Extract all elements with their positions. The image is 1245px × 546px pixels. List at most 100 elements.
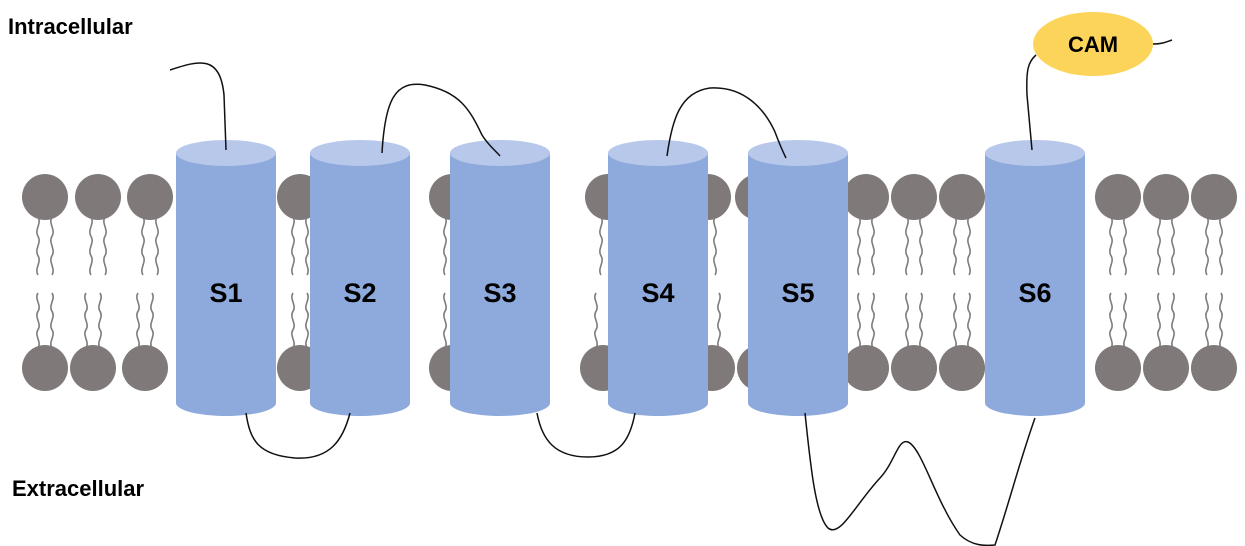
phospholipid bbox=[122, 292, 168, 391]
lipid-tail bbox=[98, 292, 102, 349]
lipid-tail bbox=[89, 216, 93, 276]
lipid-head bbox=[1095, 345, 1141, 391]
helix-top-cap bbox=[985, 140, 1085, 166]
lipid-tail bbox=[857, 292, 861, 349]
calmodulin: CAM bbox=[1033, 12, 1153, 76]
lipid-tail bbox=[1205, 292, 1209, 349]
loop-s1-s2-bottom bbox=[245, 412, 351, 459]
phospholipid bbox=[127, 174, 173, 276]
helix-label-s6: S6 bbox=[1018, 278, 1051, 308]
helix-top-cap bbox=[176, 140, 276, 166]
helix-top-cap bbox=[450, 140, 550, 166]
lipid-tail bbox=[717, 292, 721, 349]
pore-loop-s5-s6 bbox=[804, 412, 1036, 546]
lipid-head bbox=[75, 174, 121, 220]
lipid-tail bbox=[594, 292, 598, 349]
helix-body bbox=[450, 153, 550, 416]
phospholipid bbox=[1191, 174, 1237, 276]
helix-s6: S6 bbox=[985, 140, 1085, 416]
lipid-head bbox=[843, 174, 889, 220]
phospholipid bbox=[1191, 292, 1237, 391]
phospholipid bbox=[891, 174, 937, 276]
lipid-head bbox=[70, 345, 116, 391]
phospholipid bbox=[22, 174, 68, 276]
phospholipid bbox=[1095, 292, 1141, 391]
helix-label-s5: S5 bbox=[781, 278, 814, 308]
lipid-tail bbox=[305, 292, 309, 349]
lipid-tail bbox=[871, 292, 875, 349]
lipid-tail bbox=[36, 216, 40, 276]
lipid-head bbox=[122, 345, 168, 391]
lipid-tail bbox=[871, 216, 875, 276]
phospholipid bbox=[1095, 174, 1141, 276]
lipid-tail bbox=[155, 216, 159, 276]
lipid-tail bbox=[1109, 216, 1113, 276]
helix-body bbox=[985, 153, 1085, 416]
lipid-tail bbox=[905, 216, 909, 276]
lipid-tail bbox=[443, 216, 447, 276]
lipid-head bbox=[22, 174, 68, 220]
lipid-tail bbox=[1157, 292, 1161, 349]
phospholipid bbox=[843, 174, 889, 276]
lipid-tail bbox=[50, 292, 54, 349]
cam-tail bbox=[1152, 39, 1173, 45]
loop-s2-s3-top bbox=[381, 83, 501, 157]
phospholipid bbox=[70, 292, 116, 391]
lipid-tail bbox=[967, 292, 971, 349]
lipid-tail bbox=[905, 292, 909, 349]
helix-s3: S3 bbox=[450, 140, 550, 416]
helix-s4: S4 bbox=[608, 140, 708, 416]
helix-top-cap bbox=[608, 140, 708, 166]
lipid-tail bbox=[1171, 292, 1175, 349]
lipid-tail bbox=[1219, 292, 1223, 349]
phospholipid bbox=[22, 292, 68, 391]
lipid-tail bbox=[1219, 216, 1223, 276]
phospholipid bbox=[891, 292, 937, 391]
helix-label-s1: S1 bbox=[209, 278, 242, 308]
lipid-tail bbox=[291, 216, 295, 276]
helix-body bbox=[176, 153, 276, 416]
lipid-tail bbox=[1109, 292, 1113, 349]
lipid-head bbox=[843, 345, 889, 391]
helix-label-s3: S3 bbox=[483, 278, 516, 308]
lipid-head bbox=[1095, 174, 1141, 220]
phospholipid bbox=[1143, 292, 1189, 391]
cam-label: CAM bbox=[1068, 32, 1118, 57]
intracellular-label: Intracellular bbox=[8, 14, 133, 39]
lipid-tail bbox=[291, 292, 295, 349]
phospholipid bbox=[75, 174, 121, 276]
lipid-tail bbox=[1157, 216, 1161, 276]
lipid-tail bbox=[141, 216, 145, 276]
lipid-head bbox=[22, 345, 68, 391]
helix-s1: S1 bbox=[176, 140, 276, 416]
n-terminal-tail bbox=[169, 62, 227, 151]
lipid-head bbox=[891, 345, 937, 391]
lipid-head bbox=[1143, 174, 1189, 220]
lipid-head bbox=[939, 345, 985, 391]
lipid-head bbox=[1143, 345, 1189, 391]
lipid-tail bbox=[36, 292, 40, 349]
cam-ellipse bbox=[1033, 12, 1153, 76]
lipid-head bbox=[1191, 174, 1237, 220]
helix-top-cap bbox=[310, 140, 410, 166]
lipid-tail bbox=[443, 292, 447, 349]
phospholipid bbox=[843, 292, 889, 391]
lipid-tail bbox=[713, 216, 717, 276]
lipid-tail bbox=[919, 292, 923, 349]
phospholipid bbox=[939, 292, 985, 391]
lipid-tail bbox=[150, 292, 154, 349]
lipid-head bbox=[127, 174, 173, 220]
lipid-tail bbox=[1171, 216, 1175, 276]
lipid-tail bbox=[1123, 292, 1127, 349]
connecting-loops bbox=[169, 39, 1173, 546]
lipid-head bbox=[1191, 345, 1237, 391]
lipid-tail bbox=[103, 216, 107, 276]
extracellular-label: Extracellular bbox=[12, 476, 145, 501]
lipid-tail bbox=[50, 216, 54, 276]
lipid-tail bbox=[953, 292, 957, 349]
c-terminal-to-cam bbox=[1026, 54, 1037, 151]
helix-label-s4: S4 bbox=[641, 278, 674, 308]
lipid-tail bbox=[136, 292, 140, 349]
helix-body bbox=[310, 153, 410, 416]
